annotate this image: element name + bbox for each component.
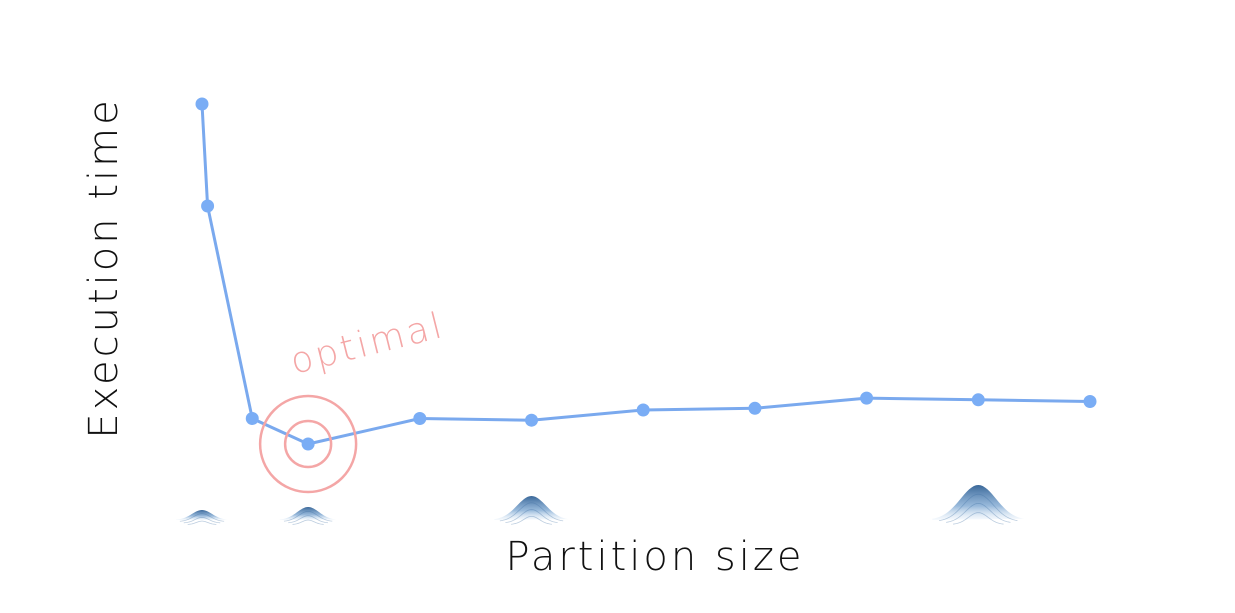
distribution-bump-2 <box>494 496 569 520</box>
data-point-2 <box>245 412 259 425</box>
data-point-0 <box>195 97 209 111</box>
distribution-ridge-1-3 <box>292 519 324 525</box>
distribution-ridge-1-2 <box>288 515 329 524</box>
distribution-ridge-3-3 <box>952 512 1004 525</box>
distribution-bump-1 <box>279 507 337 520</box>
series-line <box>200 103 1091 446</box>
distribution-ridge-0-3 <box>187 520 217 525</box>
data-point-5 <box>525 413 539 427</box>
distribution-ridge-2-2 <box>505 509 558 523</box>
distribution-ridge-2-3 <box>511 515 553 525</box>
distribution-ridge-3-1 <box>939 493 1018 521</box>
data-point-3 <box>301 437 315 451</box>
series-line-layer <box>200 103 1091 446</box>
x-axis-label: Partition size <box>506 534 805 580</box>
distribution-bump-0 <box>176 510 228 520</box>
distribution-ridge-3-2 <box>946 502 1011 523</box>
data-point-10 <box>1083 395 1097 408</box>
optimal-label: optimal <box>286 305 448 383</box>
optimal-ring-1 <box>283 419 333 469</box>
data-point-7 <box>748 401 762 415</box>
data-points <box>195 97 1097 451</box>
optimal-ring-0 <box>258 394 358 494</box>
data-point-8 <box>860 391 874 405</box>
y-axis-label: Execution time <box>81 97 127 438</box>
distribution-ridge-0-2 <box>183 516 221 524</box>
data-point-6 <box>636 403 650 417</box>
distribution-bump-3 <box>932 485 1025 520</box>
optimal-annotation: optimal <box>258 305 449 494</box>
distribution-ridge-0-1 <box>179 513 225 522</box>
distribution-ridge-1-1 <box>283 510 333 522</box>
distribution-markers <box>176 485 1025 525</box>
data-point-9 <box>971 393 985 407</box>
data-point-1 <box>201 199 215 213</box>
data-point-4 <box>413 412 427 425</box>
distribution-ridge-2-1 <box>499 502 564 522</box>
